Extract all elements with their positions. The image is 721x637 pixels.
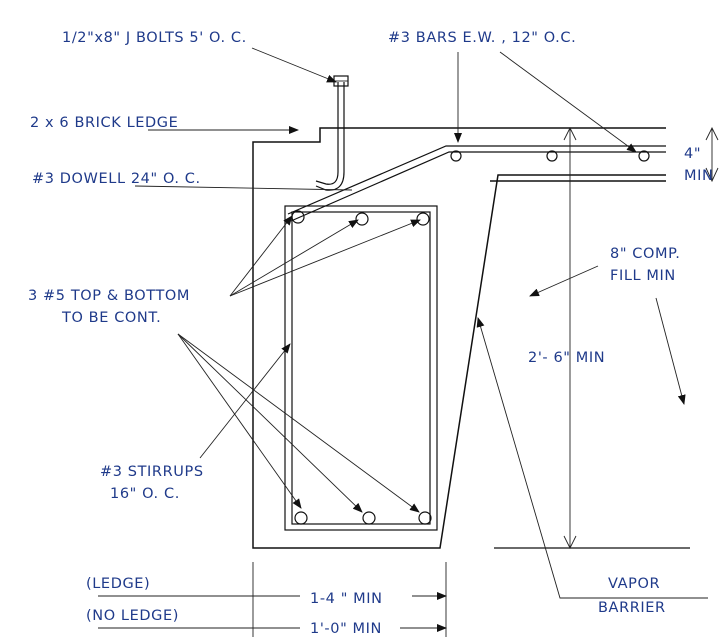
width-ledge-label: 1-4 " MIN [310,591,383,607]
depth-dim-tick-top [563,126,577,141]
slab-rebar-3 [638,150,650,162]
slab-dim-tick [705,126,719,183]
vapor-label-1: VAPOR [608,576,660,592]
top-bottom-label-1: 3 #5 TOP & BOTTOM [28,288,190,304]
stirrup-inner [291,211,431,525]
slab-rebar-1 [450,150,462,162]
width-no-ledge-label: 1'-0" MIN [310,621,382,637]
leader-cont-1 [177,333,302,509]
stirrups-label-2: 16" O. C. [110,486,180,502]
rebar-bottom-1 [294,511,308,525]
leader-cont-3 [177,333,420,513]
leader-cont-2 [177,333,363,513]
dowel-bar [287,145,666,222]
leader-comp-fill-2 [655,297,686,405]
slab-thickness-label: 4" [684,146,701,162]
leader-top-bottom-3 [229,219,421,297]
j-bolt [315,82,345,191]
depth-dim-tick-bottom [563,535,577,550]
stirrups-label-1: #3 STIRRUPS [100,464,204,480]
rebar-top-1 [291,210,305,224]
slab-min-label: MIN [684,168,713,184]
leader-stirrups [199,343,291,459]
footing-outline [252,127,666,549]
leader-comp-fill-1 [529,265,599,297]
comp-fill-label-2: FILL MIN [610,268,676,284]
slab-rebar-2 [546,150,558,162]
j-bolts-label: 1/2"x8" J BOLTS 5' O. C. [62,30,247,46]
leader-top-bottom-2 [229,219,359,297]
rebar-bottom-2 [362,511,376,525]
ledge-label: (LEDGE) [86,576,150,592]
brick-ledge-label: 2 x 6 BRICK LEDGE [30,115,178,131]
stirrup-outer [284,205,438,531]
no-ledge-label: (NO LEDGE) [86,608,179,624]
vapor-label-2: BARRIER [598,600,666,616]
rebar-top-2 [355,212,369,226]
rebar-bottom-3 [418,511,432,525]
rebar-top-3 [416,212,430,226]
depth-label: 2'- 6" MIN [528,350,605,366]
leader-dowell [134,185,353,191]
top-bottom-label-2: TO BE CONT. [61,310,161,326]
comp-fill-label-1: 8" COMP. [610,246,680,262]
leader-bars-ew-2 [499,51,637,153]
dowell-label: #3 DOWELL 24" O. C. [32,171,201,187]
leader-top-bottom-1 [229,215,293,297]
leader-vapor-barrier [476,317,708,599]
bars-ew-label: #3 BARS E.W. , 12" O.C. [388,30,576,46]
leader-j-bolt [251,47,337,83]
